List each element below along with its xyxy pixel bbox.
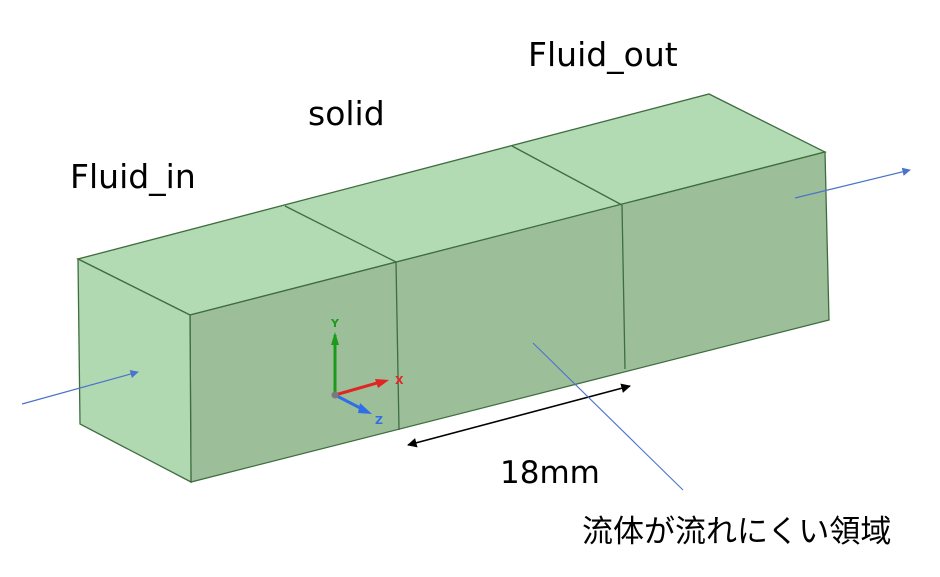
dimension-arrow: [407, 383, 631, 448]
callout-line: [532, 342, 684, 491]
divider-front-1: [395, 261, 400, 431]
dimension-label: 18mm: [500, 455, 600, 491]
solid-label: solid: [308, 94, 385, 133]
axis-z-label: Z: [375, 414, 383, 427]
axis-origin: [331, 391, 339, 399]
box-3d: [76, 93, 830, 484]
axis-z-arrowhead: [358, 403, 372, 414]
region-note-label: 流体が流れにくい領域: [582, 514, 891, 550]
axis-y-label: Y: [330, 317, 340, 330]
axis-x-label: X: [395, 374, 404, 387]
divider-front-2: [621, 204, 626, 370]
divider-top-2: [511, 145, 623, 206]
axis-x-arrowhead: [375, 379, 389, 388]
axis-y-arrowhead: [331, 332, 339, 345]
fluid-out-label: Fluid_out: [528, 35, 678, 74]
axis-triad: Y X Z: [330, 317, 404, 427]
fluid-in-label: Fluid_in: [70, 157, 196, 196]
divider-top-1: [284, 205, 397, 263]
inlet-flow-arrow: [21, 369, 139, 405]
axis-x-line: [334, 379, 385, 397]
outlet-flow-arrow: [794, 167, 911, 199]
